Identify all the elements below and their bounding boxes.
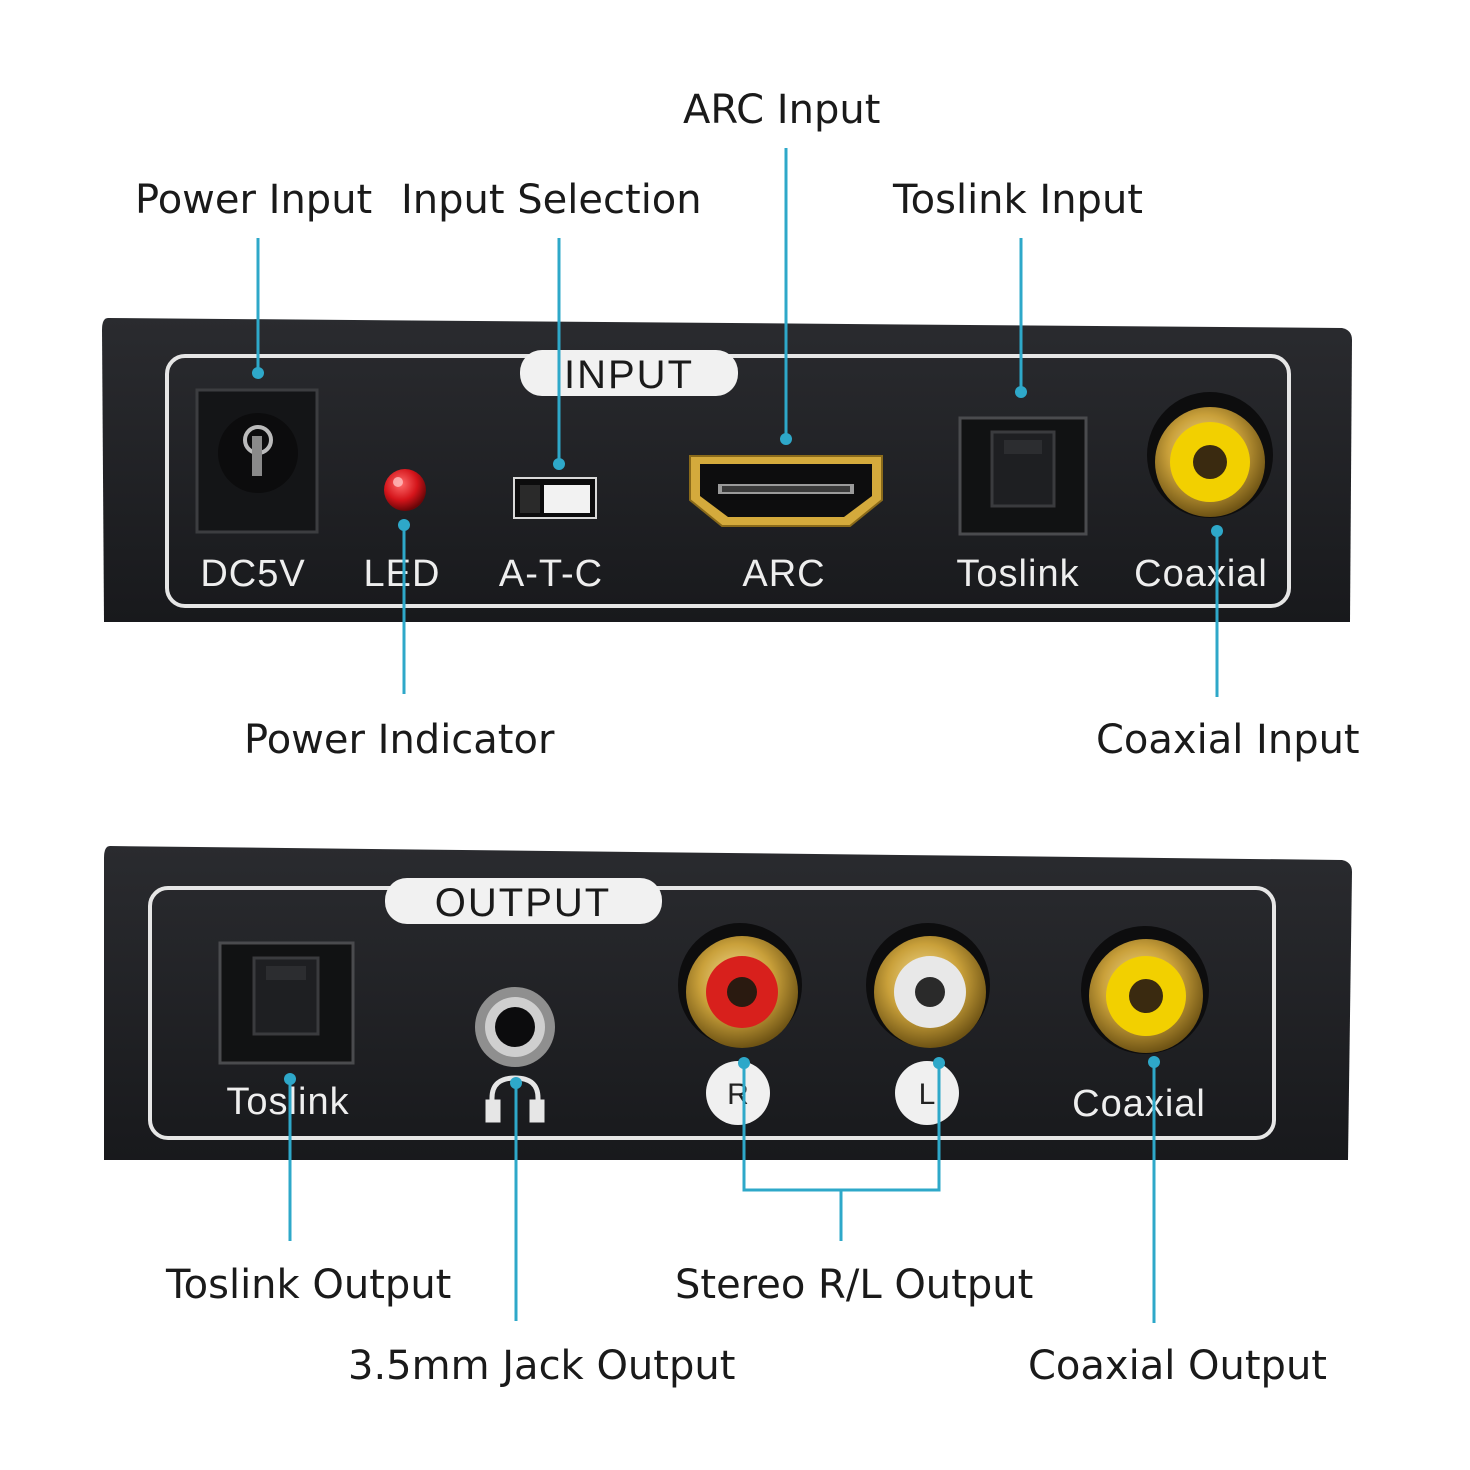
port-label-toslink-out: Toslink: [226, 1081, 349, 1123]
input-device: INPUT: [102, 318, 1352, 622]
leader-power-input: [252, 238, 264, 379]
callout-toslink-output: Toslink Output: [166, 1262, 452, 1308]
rca-yellow-icon: [1081, 926, 1209, 1054]
optical-port-icon: [218, 941, 355, 1065]
callout-coaxial-output: Coaxial Output: [1028, 1343, 1327, 1389]
leader-stereo-output: [738, 1057, 945, 1241]
l-badge-label: L: [919, 1078, 936, 1111]
leader-coaxial-output: [1148, 1056, 1160, 1323]
headphone-jack-icon: [475, 987, 555, 1067]
port-label-coaxial-out: Coaxial: [1072, 1083, 1206, 1125]
port-label-led: LED: [364, 553, 441, 595]
r-badge: [706, 1061, 770, 1125]
input-badge: [520, 350, 738, 396]
leader-toslink-input: [1015, 238, 1027, 398]
leader-power-indicator: [398, 519, 410, 694]
callout-stereo-output: Stereo R/L Output: [675, 1262, 1034, 1308]
callout-coaxial-input: Coaxial Input: [1096, 717, 1360, 763]
callout-power-indicator: Power Indicator: [244, 717, 555, 763]
port-label-atc: A-T-C: [499, 553, 603, 595]
red-led-icon: [384, 469, 426, 511]
port-label-dc5v: DC5V: [200, 553, 305, 595]
output-badge-label: OUTPUT: [435, 881, 611, 925]
hdmi-port-icon: [689, 455, 883, 527]
r-badge-label: R: [727, 1078, 749, 1111]
rca-red-icon: [678, 923, 802, 1048]
callout-jack-output: 3.5mm Jack Output: [348, 1343, 736, 1389]
input-badge-label: INPUT: [564, 353, 694, 397]
optical-port-icon: [958, 416, 1088, 536]
leader-lines: [252, 148, 1223, 1323]
output-panel-outline: [148, 886, 1276, 1140]
callout-input-selection: Input Selection: [401, 177, 702, 223]
rca-white-icon: [866, 923, 990, 1048]
output-badge: [385, 878, 662, 924]
port-label-arc: ARC: [742, 553, 825, 595]
rca-yellow-icon: [1147, 392, 1273, 518]
leader-coaxial-input: [1211, 525, 1223, 697]
leader-arc-input: [780, 148, 792, 445]
leader-toslink-output: [284, 1073, 296, 1241]
callout-toslink-input: Toslink Input: [893, 177, 1143, 223]
port-label-toslink-in: Toslink: [956, 553, 1079, 595]
leader-jack-output: [510, 1077, 522, 1321]
leader-input-selection: [553, 238, 565, 470]
output-device: OUTPUT: [104, 846, 1352, 1160]
callout-arc-input: ARC Input: [683, 87, 881, 133]
slide-switch-icon: [513, 477, 597, 519]
port-label-coaxial-in: Coaxial: [1134, 553, 1268, 595]
l-badge: [895, 1061, 959, 1125]
dc-power-jack-icon: [195, 388, 319, 534]
callout-power-input: Power Input: [135, 177, 373, 223]
